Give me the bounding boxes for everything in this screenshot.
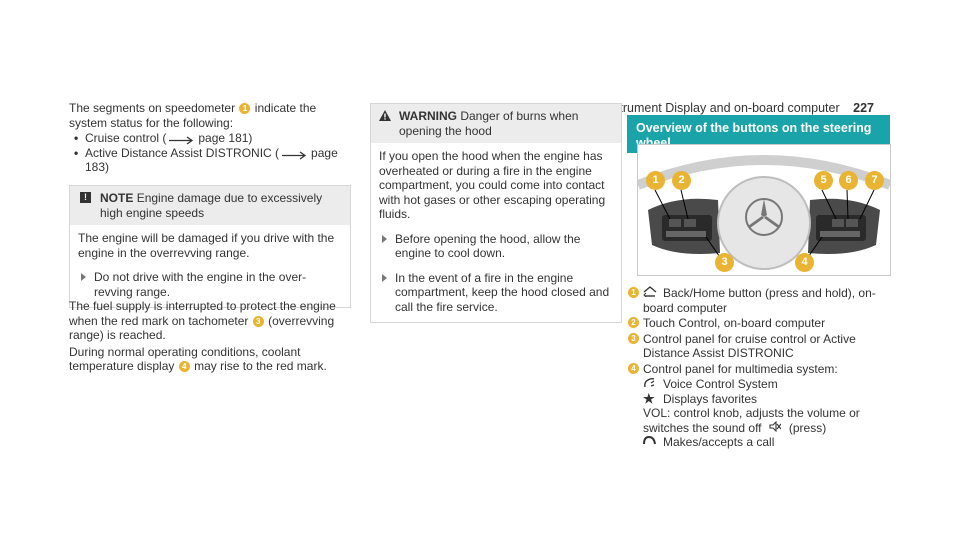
note-body: The engine will be damaged if you drive … bbox=[70, 225, 350, 307]
callout-badge: 3 bbox=[252, 315, 264, 327]
warning-title: Danger of burns when opening the hood bbox=[399, 109, 579, 138]
arrow-icon bbox=[282, 149, 308, 160]
figure-callout-2: 2 bbox=[672, 171, 691, 190]
legend-subitem: Makes/accepts a call bbox=[627, 435, 897, 450]
voice-icon bbox=[643, 377, 657, 392]
mute-icon bbox=[769, 420, 783, 436]
figure-legend: 1 Back/Home button (press and hold), on-… bbox=[627, 286, 897, 450]
phone-icon bbox=[643, 435, 657, 450]
list-item: Active Distance Assist DISTRONIC (page 1… bbox=[69, 146, 351, 175]
star-icon: ★ bbox=[643, 390, 655, 406]
note-label: NOTE bbox=[100, 191, 134, 205]
steering-wheel-illustration bbox=[638, 145, 890, 275]
figure-callout-3: 3 bbox=[715, 253, 734, 272]
step-arrow-icon bbox=[382, 234, 387, 243]
page-number: 227 bbox=[853, 101, 874, 115]
list-item: Cruise control (page 181) bbox=[69, 131, 351, 146]
note-icon: ! bbox=[80, 192, 91, 203]
legend-subitem: Voice Control System bbox=[627, 377, 897, 392]
legend-item: 1 Back/Home button (press and hold), on-… bbox=[627, 286, 897, 315]
legend-item: 2 Touch Control, on-board computer bbox=[627, 316, 897, 331]
warning-header: WARNING Danger of burns when opening the… bbox=[371, 104, 621, 143]
warning-step: In the event of a fire in the engine com… bbox=[379, 271, 613, 315]
fuel-paragraph: The fuel supply is interrupted to protec… bbox=[69, 299, 336, 342]
note-step: Do not drive with the engine in the over… bbox=[78, 270, 342, 299]
callout-badge: 4 bbox=[178, 361, 190, 373]
figure-callout-5: 5 bbox=[814, 171, 833, 190]
note-title: Engine damage due to excessively high en… bbox=[100, 191, 323, 220]
back-home-icon bbox=[643, 286, 657, 301]
steering-wheel-figure: 1 2 3 4 5 6 7 bbox=[637, 144, 891, 276]
step-arrow-icon bbox=[81, 273, 86, 281]
callout-badge: 1 bbox=[239, 103, 251, 115]
arrow-icon bbox=[169, 134, 195, 145]
status-list: Cruise control (page 181) Active Distanc… bbox=[69, 131, 351, 175]
section-title: Instrument Display and on-board computer bbox=[602, 101, 840, 115]
legend-subitem: ★Displays favorites bbox=[643, 390, 758, 406]
coolant-paragraph: During normal operating conditions, cool… bbox=[69, 344, 327, 374]
legend-item: 4 Control panel for multimedia system: bbox=[627, 362, 897, 377]
step-arrow-icon bbox=[382, 273, 387, 282]
page-link[interactable]: page 183) bbox=[85, 145, 338, 175]
figure-callout-7: 7 bbox=[865, 171, 884, 190]
legend-item: 3 Control panel for cruise control or Ac… bbox=[627, 332, 897, 361]
figure-callout-1: 1 bbox=[646, 171, 665, 190]
warning-box: WARNING Danger of burns when opening the… bbox=[370, 103, 622, 323]
warning-step: Before opening the hood, allow the engin… bbox=[379, 232, 613, 261]
page-header: Instrument Display and on-board computer… bbox=[603, 101, 874, 116]
column-1-lower: The fuel supply is interrupted to protec… bbox=[69, 299, 351, 374]
column-1: The segments on speedometer 1 indicate t… bbox=[69, 101, 351, 175]
note-box: ! NOTE Engine damage due to excessively … bbox=[69, 185, 351, 308]
warning-icon bbox=[379, 110, 391, 125]
figure-callout-6: 6 bbox=[839, 171, 858, 190]
page-link[interactable]: page 181) bbox=[198, 131, 253, 145]
note-header: ! NOTE Engine damage due to excessively … bbox=[70, 186, 350, 225]
figure-callout-4: 4 bbox=[795, 253, 814, 272]
legend-subitem: VOL: control knob, adjusts the volume or… bbox=[643, 406, 860, 436]
intro-paragraph: The segments on speedometer 1 indicate t… bbox=[69, 101, 317, 130]
warning-label: WARNING bbox=[399, 109, 457, 123]
warning-body: If you open the hood when the engine has… bbox=[371, 143, 621, 322]
